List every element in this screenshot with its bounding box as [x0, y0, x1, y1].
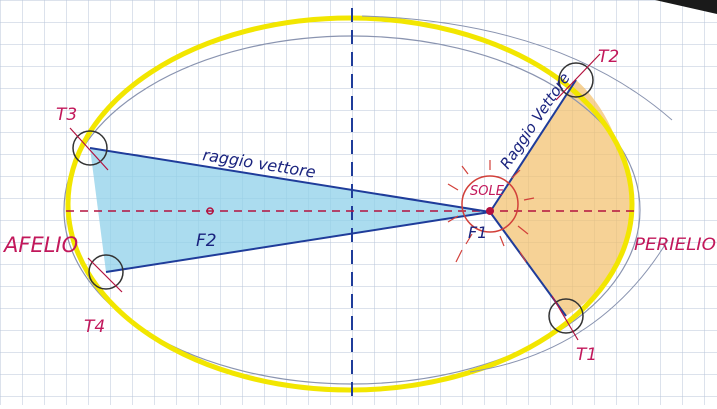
- label-t4: T4: [84, 317, 105, 337]
- label-f1: F1: [468, 223, 487, 242]
- radius-vector-t4: [105, 211, 491, 273]
- yellow-elliptical-orbit: [65, 15, 635, 393]
- pencil-sketch-arc-top: [361, 15, 673, 121]
- paper-edge-shadow: [655, 0, 717, 14]
- focus-f1-dot: [486, 207, 494, 215]
- radius-vector-t2: [489, 79, 577, 213]
- label-t2: T2: [598, 47, 619, 67]
- label-t1: T1: [576, 345, 597, 365]
- sun-symbol: [447, 160, 535, 263]
- radius-vector-t3: [89, 147, 491, 213]
- label-perielio: PERIELIO: [634, 235, 716, 255]
- label-t3: T3: [56, 105, 77, 125]
- swept-area-aphelion: [90, 148, 490, 272]
- planet-t3: [69, 127, 109, 171]
- swept-area-perihelion: [490, 80, 634, 316]
- planet-t1: [548, 295, 584, 341]
- planet-t2: [555, 53, 601, 101]
- planet-t4: [87, 254, 124, 293]
- label-f2: F2: [196, 231, 217, 251]
- label-afelio: AFELIO: [2, 233, 78, 257]
- label-sole: SOLE: [470, 184, 505, 199]
- pencil-sketch-arc-bottom: [469, 239, 669, 373]
- focus-f2-dot: [206, 207, 214, 215]
